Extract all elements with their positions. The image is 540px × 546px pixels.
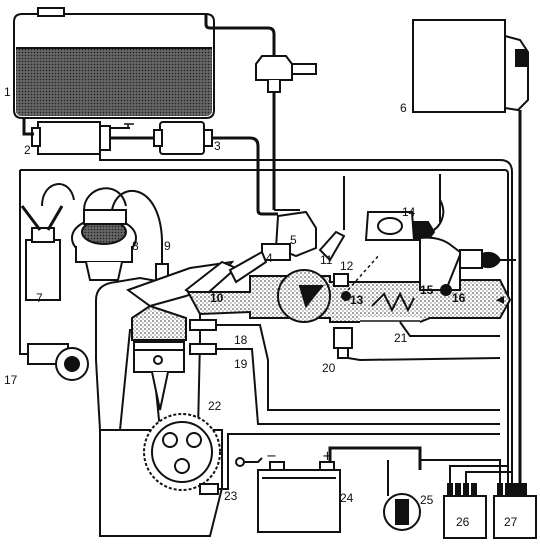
label-3: 3 <box>214 139 221 153</box>
label-6: 6 <box>400 101 407 115</box>
label-14: 14 <box>402 205 416 219</box>
label-26: 26 <box>456 515 470 529</box>
ignition-coil <box>25 227 61 301</box>
label-18: 18 <box>234 333 248 347</box>
battery-negative-symbol: − <box>266 449 277 464</box>
label-10: 10 <box>210 291 224 305</box>
label-11: 11 <box>320 253 333 267</box>
label-21: 21 <box>394 331 408 345</box>
crank-sensor <box>199 483 219 495</box>
throttle-housing <box>277 269 331 323</box>
sensor-19 <box>189 343 234 355</box>
label-15: 15 <box>420 283 434 297</box>
ground-symbol <box>124 123 134 128</box>
auxiliary-air-valve <box>333 273 351 301</box>
fuel-tank <box>13 7 215 119</box>
pressure-regulator <box>255 55 317 93</box>
label-13: 13 <box>350 293 364 307</box>
label-27: 27 <box>504 515 518 529</box>
label-2: 2 <box>24 143 31 157</box>
label-8: 8 <box>132 239 139 253</box>
label-16: 16 <box>452 291 466 305</box>
bellows <box>371 291 415 313</box>
label-24: 24 <box>340 491 354 505</box>
return-line <box>204 14 276 56</box>
ignition-switch <box>383 493 421 531</box>
air-inlet-arrow <box>496 296 504 304</box>
airflow-meter <box>364 211 436 241</box>
label-9: 9 <box>164 239 171 253</box>
label-23: 23 <box>224 489 238 503</box>
label-12: 12 <box>340 259 354 273</box>
label-20: 20 <box>322 361 336 375</box>
combustion-chamber <box>131 304 187 341</box>
flywheel <box>143 413 221 491</box>
label-7: 7 <box>36 291 43 305</box>
injector-cluster <box>228 210 317 284</box>
sensor-connector <box>459 249 502 269</box>
wiring-harness <box>19 150 513 520</box>
label-22: 22 <box>208 399 222 413</box>
ground-terminal <box>235 457 245 467</box>
temp-sensor-20 <box>333 327 353 359</box>
battery-positive-symbol: + <box>322 449 333 464</box>
relay-27 <box>493 483 537 539</box>
sensor-18 <box>189 319 234 331</box>
piston <box>133 341 185 411</box>
label-5: 5 <box>290 233 297 247</box>
fuel-filter <box>153 121 213 155</box>
label-17: 17 <box>4 373 18 387</box>
injector-11 <box>318 230 346 262</box>
label-19: 19 <box>234 357 248 371</box>
air-flap <box>419 236 463 296</box>
ecu <box>412 19 529 113</box>
speed-sensor <box>27 343 89 381</box>
label-4: 4 <box>266 251 273 265</box>
label-25: 25 <box>420 493 434 507</box>
relay-26 <box>443 483 487 539</box>
battery <box>257 461 341 533</box>
distributor <box>71 209 137 281</box>
fuel-pump <box>31 121 111 155</box>
label-1: 1 <box>4 85 11 99</box>
